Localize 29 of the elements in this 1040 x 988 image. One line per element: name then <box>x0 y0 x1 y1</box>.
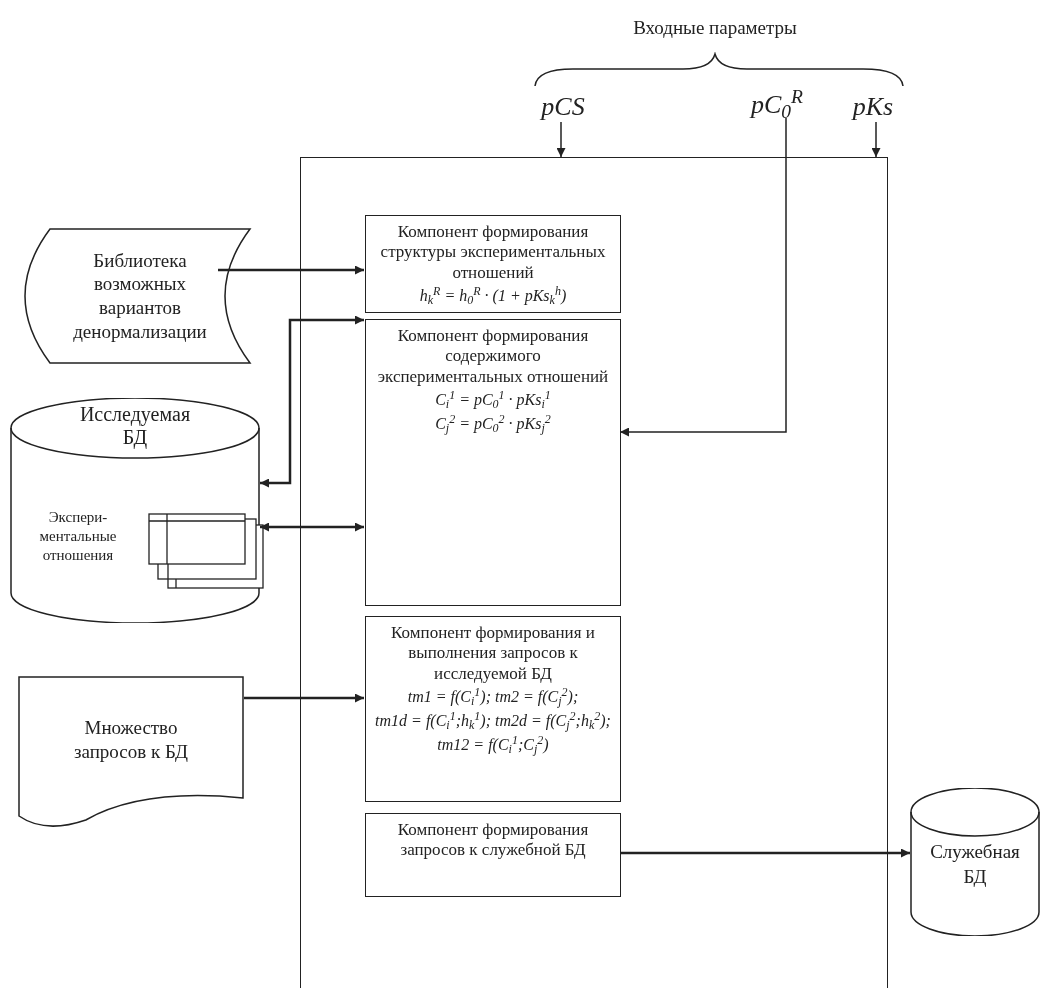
arrow <box>871 121 881 158</box>
arrow <box>556 121 566 158</box>
group-label: Входные параметры <box>632 16 798 40</box>
component-box <box>365 215 621 313</box>
node-label: Множество запросов к БД <box>72 716 190 764</box>
component-title: Компонент формирования содержимого экспериментальных отношений <box>376 326 610 388</box>
parameter-symbol: pCS <box>541 94 585 120</box>
arrow <box>218 265 364 275</box>
component-box <box>365 616 621 802</box>
node-label: Исследуемая БД <box>78 403 192 449</box>
component-box <box>365 813 621 897</box>
arrow <box>260 315 364 488</box>
formula: tm1d = f(C$_{i}$$^{1}$;h$_{k}$$^{1}$); tm2d = f(C$_{j}$$^{2}$;h$_{k}$$^{2}$); <box>375 710 611 732</box>
node-label: Экспери- ментальные отношения <box>38 508 118 565</box>
arrow <box>260 522 364 532</box>
node-label: Библиотека возможных вариантов денормализации <box>72 248 208 344</box>
system-frame <box>300 157 888 988</box>
formula: tm1 = f(C$_{i}$$^{1}$); tm2 = f(C$_{j}$$^{2}$); <box>407 687 579 708</box>
arrow <box>619 117 787 437</box>
parameter-symbol: pKs <box>852 94 894 120</box>
component-box <box>365 319 621 606</box>
arrow <box>244 693 364 703</box>
formula: tm12 = f(C$_{i}$$^{1}$;C$_{j}$$^{2}$) <box>437 734 549 756</box>
formula: h$_{k}$$^{R}$ = h$_{0}$$^{R}$ · (1 + pKs$_{k}$$^{h}$) <box>419 286 567 307</box>
component-title: Компонент формирования структуры экспериментальных отношений <box>379 222 607 284</box>
component-title: Компонент формирования и выполнения запросов к исследуемой БД <box>390 623 596 685</box>
component-title: Компонент формирования запросов к служебной БД <box>396 820 590 861</box>
node-label: Служебная БД <box>929 840 1021 889</box>
arrow <box>620 848 910 858</box>
